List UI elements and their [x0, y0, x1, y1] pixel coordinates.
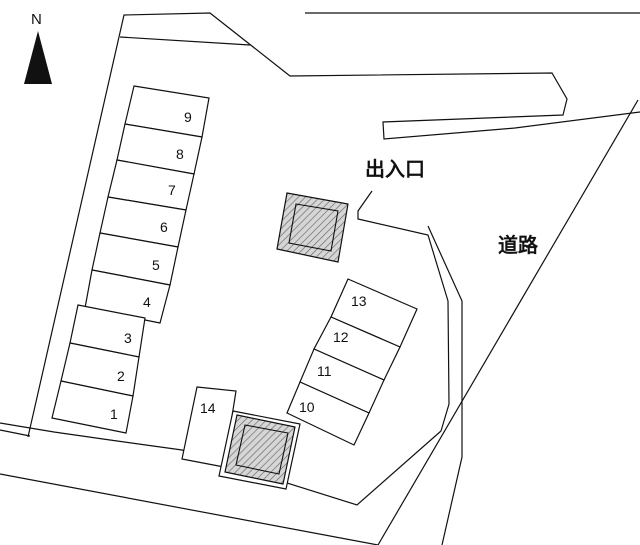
south-lot-boundary — [0, 422, 442, 506]
space-number: 14 — [200, 400, 216, 416]
space-number: 9 — [184, 109, 192, 125]
space-number: 3 — [124, 330, 132, 346]
space-number: 13 — [351, 293, 367, 309]
space-number: 10 — [299, 399, 315, 415]
southwest-line — [0, 429, 31, 437]
space-number: 8 — [176, 146, 184, 162]
space-number: 6 — [160, 219, 168, 235]
space-number: 2 — [117, 368, 125, 384]
space-number: 7 — [168, 182, 176, 198]
parking-spaces-west: 9 8 7 6 5 4 3 2 — [51, 85, 210, 434]
space-number: 11 — [317, 363, 332, 379]
road-edge-outer — [377, 99, 639, 545]
road-label: 道路 — [498, 233, 539, 257]
structure-north — [276, 192, 349, 263]
parking-space-10: 10 — [286, 381, 370, 446]
parking-space-1: 1 — [51, 380, 134, 434]
parking-space-14: 14 — [181, 386, 237, 468]
space-number: 12 — [333, 329, 349, 345]
north-label: N — [31, 11, 42, 28]
road-edge-inner — [427, 225, 463, 545]
structure-south — [218, 410, 301, 490]
entrance-label: 出入口 — [365, 157, 425, 181]
inner-boundary-line — [119, 36, 251, 46]
entrance-edge — [357, 190, 450, 432]
parking-space-4: 4 — [84, 269, 171, 324]
space-number: 1 — [110, 406, 118, 422]
parking-spaces-east: 13 12 11 10 — [286, 278, 418, 446]
south-road-line — [0, 473, 379, 545]
north-arrow-icon — [24, 31, 52, 84]
space-number: 4 — [143, 294, 151, 310]
north-arrow: N — [24, 11, 52, 84]
lot-boundary — [27, 12, 640, 438]
space-number: 5 — [152, 257, 160, 273]
